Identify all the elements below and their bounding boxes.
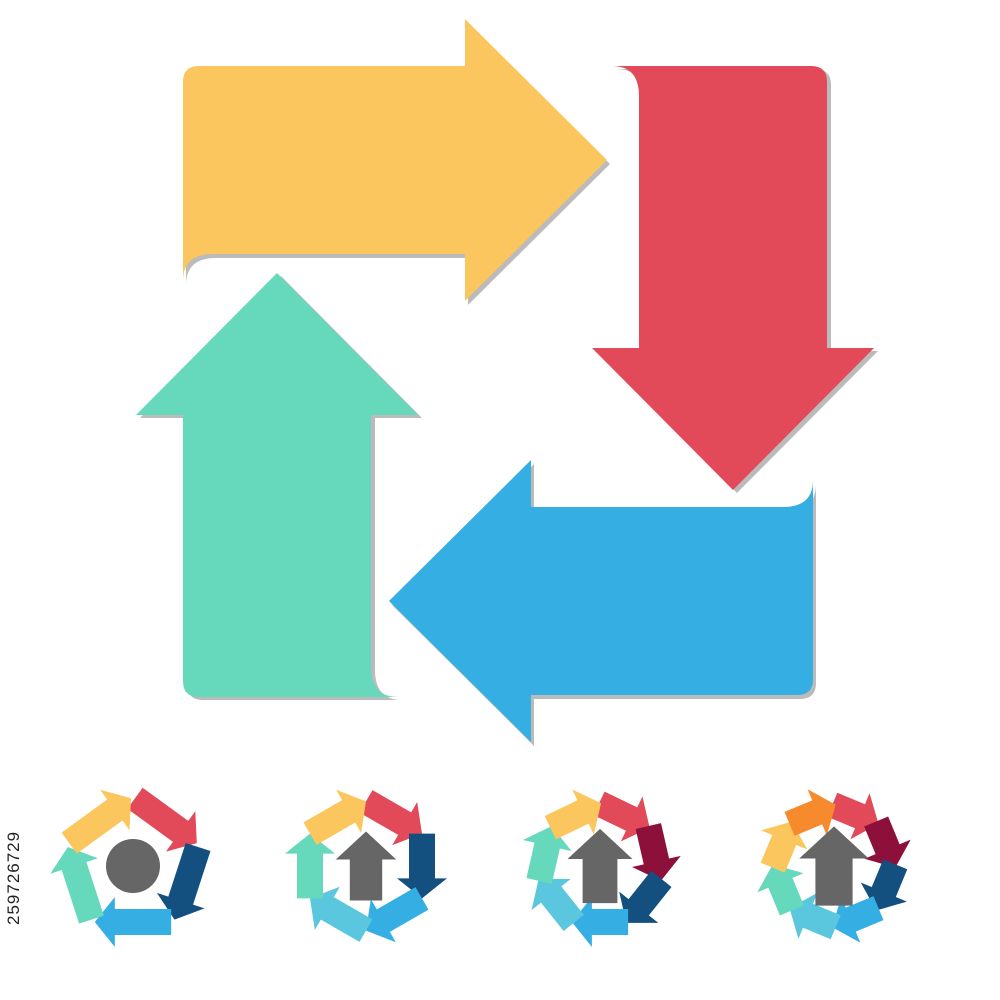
center-up-arrow-icon (799, 826, 869, 906)
cycle-arrow (784, 789, 836, 836)
cycle-arrow (632, 823, 681, 881)
cycle-arrow (50, 846, 104, 924)
cycle-arrow (127, 787, 197, 852)
stock-id-text: 259726729 (4, 830, 23, 925)
small-cycle-icon (522, 789, 681, 947)
center-up-arrow-icon (335, 831, 397, 901)
small-cycles-row (50, 787, 911, 947)
stock-id-label: 259726729 (4, 760, 26, 995)
cycle-arrow (303, 789, 366, 845)
cycle-arrow (310, 886, 373, 942)
cycle-arrow (619, 870, 672, 923)
cycle-arrow (571, 897, 629, 947)
cycle-arrow (544, 789, 602, 840)
bottom-left-arrow (389, 460, 816, 746)
small-cycle-icon (757, 789, 911, 943)
center-up-arrow-icon (567, 828, 633, 904)
small-cycle-icon (285, 789, 447, 943)
cycle-arrow (864, 816, 911, 868)
cycle-arrow (156, 842, 211, 920)
cycle-arrow (757, 864, 804, 916)
cycle-arrow (832, 896, 884, 943)
cycle-arrow (285, 833, 335, 899)
cycle-arrow (522, 826, 572, 884)
cycle-arrow (94, 897, 172, 947)
cycle-arrow (593, 791, 650, 842)
left-up-arrow (136, 273, 422, 700)
right-down-arrow (592, 66, 878, 493)
small-cycle-icon (50, 787, 211, 947)
cycle-arrow (397, 833, 447, 899)
cycle-arrow (359, 790, 422, 846)
top-right-arrow (183, 19, 610, 305)
cycle-arrow (61, 789, 131, 854)
cycle-arrow (366, 887, 429, 943)
cycle-arrow (531, 878, 584, 931)
main-cycle-group (183, 19, 610, 305)
center-circle (106, 839, 160, 893)
